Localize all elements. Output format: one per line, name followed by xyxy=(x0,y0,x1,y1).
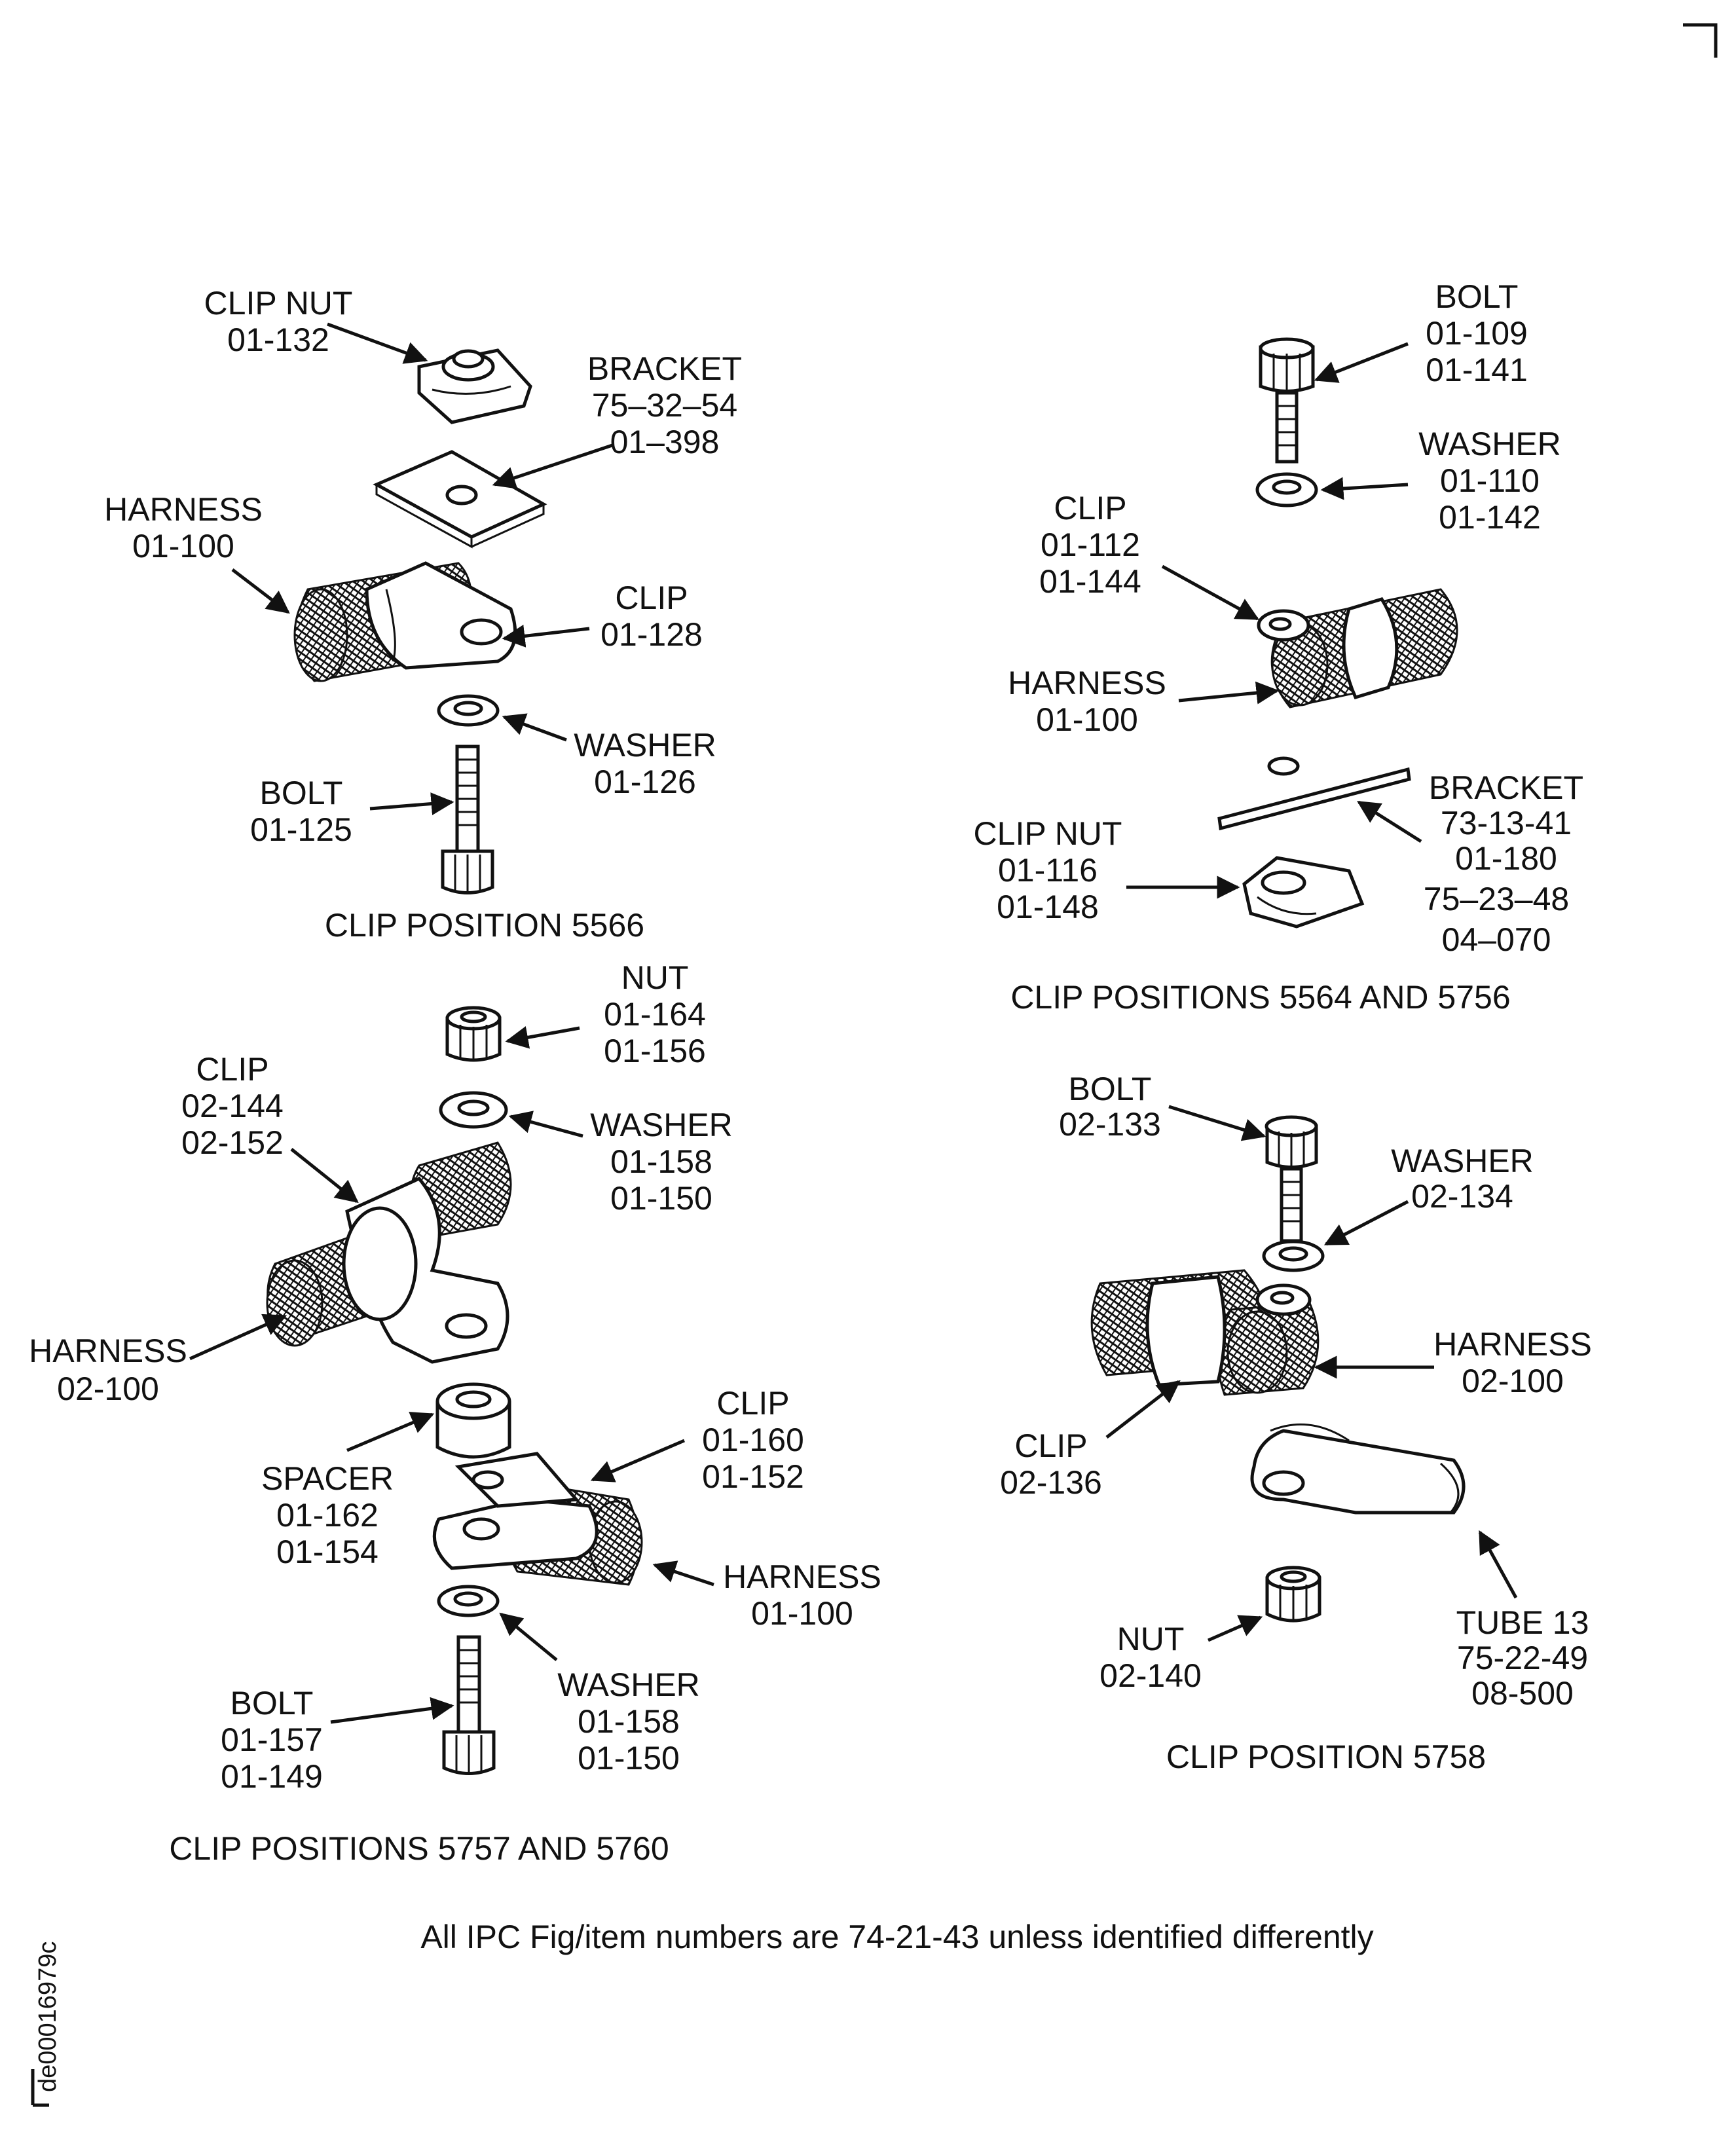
clip-harness-part xyxy=(266,1141,512,1364)
harness-clip-part xyxy=(293,561,517,682)
bracket-part xyxy=(1217,767,1411,831)
figure-reference: de00016979c xyxy=(31,1941,62,2107)
clip-harness-part xyxy=(432,1452,643,1586)
clip-harness-part xyxy=(1090,1269,1320,1396)
crop-mark xyxy=(1683,23,1718,58)
svg-text:de00016979c: de00016979c xyxy=(34,1941,62,2092)
tube-part xyxy=(1250,1423,1466,1515)
nut-part xyxy=(445,1006,502,1062)
bolt-part xyxy=(441,745,494,894)
clip-nut-part xyxy=(1242,856,1365,929)
bracket-part xyxy=(373,450,547,549)
bracket-hole xyxy=(1267,756,1300,776)
bolt-part xyxy=(442,1635,496,1775)
washer-part xyxy=(1255,472,1318,507)
clip-harness-part xyxy=(1257,588,1458,708)
spacer-part xyxy=(435,1382,511,1459)
washer-part xyxy=(437,1585,500,1617)
caption-5566: CLIP POSITION 5566 xyxy=(325,907,644,944)
bolt-part xyxy=(1265,1115,1318,1243)
nut-part xyxy=(1265,1566,1321,1623)
bolt-part xyxy=(1259,337,1315,464)
washer-part xyxy=(439,1091,508,1129)
caption-5564-5756: CLIP POSITIONS 5564 AND 5756 xyxy=(1010,979,1510,1016)
washer-part xyxy=(437,694,500,727)
washer-part xyxy=(1262,1240,1325,1272)
footnote: All IPC Fig/item numbers are 74-21-43 un… xyxy=(420,1919,1373,1955)
clip-nut-part xyxy=(417,348,532,424)
caption-5757-5760: CLIP POSITIONS 5757 AND 5760 xyxy=(169,1830,669,1867)
caption-5758: CLIP POSITION 5758 xyxy=(1166,1738,1486,1775)
